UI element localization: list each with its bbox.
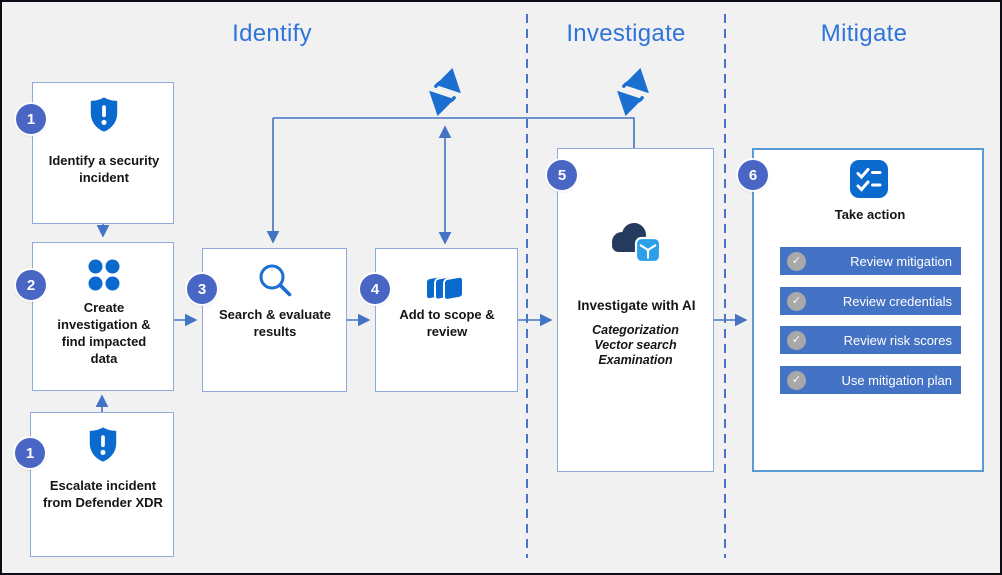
step-box-investigate-ai: Investigate with AI Categorization Vecto… — [557, 148, 714, 472]
check-circle-icon: ✓ — [787, 251, 806, 271]
shield-exclamation-icon — [88, 96, 120, 133]
step-box-identify-incident: Identify a security incident — [32, 82, 174, 224]
step-number-badge: 3 — [187, 274, 217, 304]
sync-loop-icon — [617, 67, 649, 117]
check-circle-icon: ✓ — [787, 330, 806, 350]
action-button-review-credentials[interactable]: ✓ Review credentials — [780, 287, 961, 315]
step-number-badge: 6 — [738, 160, 768, 190]
ai-cloud-cube-icon — [606, 218, 666, 266]
action-button-use-mitigation-plan[interactable]: ✓ Use mitigation plan — [780, 366, 961, 394]
step-box-create-investigation: Create investigation & find impacted dat… — [32, 242, 174, 391]
step-box-add-scope: Add to scope & review — [375, 248, 518, 392]
step-label: Take action — [834, 207, 906, 222]
action-button-label: Review mitigation — [850, 253, 952, 269]
step-number-badge: 1 — [15, 438, 45, 468]
action-button-label: Review credentials — [842, 293, 952, 309]
action-button-label: Use mitigation plan — [841, 372, 952, 388]
step-number-badge: 2 — [16, 270, 46, 300]
ai-method: Vector search — [594, 338, 677, 352]
check-circle-icon: ✓ — [787, 291, 806, 311]
feedback-loop-line — [266, 117, 635, 245]
step-number-badge: 1 — [16, 104, 46, 134]
phase-title-identify: Identify — [232, 20, 312, 47]
action-button-review-risk-scores[interactable]: ✓ Review risk scores — [780, 326, 961, 354]
layers-icon — [424, 259, 470, 303]
action-button-label: Review risk scores — [843, 332, 952, 348]
step-label: Add to scope & review — [399, 307, 495, 339]
shield-exclamation-icon — [87, 426, 119, 463]
phase-title-investigate: Investigate — [566, 20, 686, 47]
step-label: Search & evaluate results — [218, 307, 331, 339]
ai-method: Examination — [598, 353, 673, 367]
ai-methods-list: Categorization Vector search Examination — [558, 323, 713, 368]
step-label: Identify a security incident — [48, 153, 160, 185]
ai-method: Categorization — [592, 323, 679, 337]
search-icon — [252, 257, 298, 303]
flow-arrows — [95, 224, 748, 412]
step-box-escalate-incident: Escalate incident from Defender XDR — [30, 412, 174, 557]
step-label: Investigate with AI — [577, 298, 696, 313]
checklist-icon — [850, 160, 888, 198]
sync-loop-icon — [429, 67, 461, 117]
step-number-badge: 4 — [360, 274, 390, 304]
step-label: Create investigation & find impacted dat… — [57, 300, 151, 366]
action-button-review-mitigation[interactable]: ✓ Review mitigation — [780, 247, 961, 275]
step-label: Escalate incident from Defender XDR — [43, 478, 163, 510]
dots-grid-icon — [84, 255, 124, 295]
check-circle-icon: ✓ — [787, 370, 806, 390]
step-number-badge: 5 — [547, 160, 577, 190]
phase-title-mitigate: Mitigate — [820, 20, 908, 47]
step-box-search-evaluate: Search & evaluate results — [202, 248, 347, 392]
step-box-take-action: Take action ✓ Review mitigation ✓ Review… — [752, 148, 984, 472]
